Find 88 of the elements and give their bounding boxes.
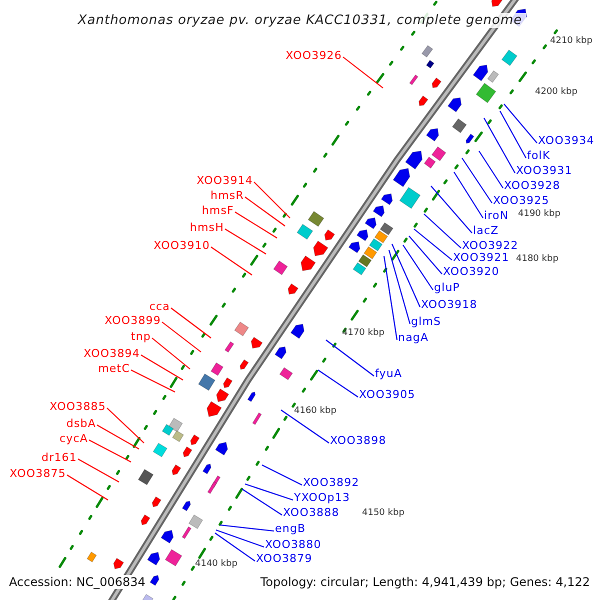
leader-line: [414, 228, 452, 260]
gene-label: XOO3885: [50, 400, 106, 413]
gene-label: metC: [98, 362, 130, 375]
scale-label: 4180 kbp: [516, 254, 558, 265]
leader-line: [234, 212, 278, 238]
leader-line: [244, 483, 294, 501]
accession-text: Accession: NC_006834: [9, 575, 146, 589]
gene-label: XOO3928: [504, 179, 560, 192]
gene-label: XOO3899: [104, 314, 161, 327]
gene-label: XOO3875: [10, 467, 66, 480]
leader-line: [454, 172, 484, 218]
gene-label: XOO3922: [462, 239, 518, 252]
leader-line: [484, 118, 516, 174]
leader-line: [424, 214, 462, 248]
leader-line: [500, 110, 526, 158]
leader-line: [216, 529, 264, 548]
scale-label: 4140 kbp: [195, 559, 238, 570]
leader-line: [244, 196, 286, 226]
leader-line: [210, 246, 252, 276]
leader-line: [383, 256, 398, 340]
genome-stats-text: Topology: circular; Length: 4,941,439 bp; Genes: 4,122: [260, 575, 590, 589]
gene-label: tnp: [130, 330, 151, 343]
gene-label: engB: [275, 522, 306, 535]
gene-label: XOO3880: [265, 538, 322, 551]
gene-label: XOO3914: [196, 174, 253, 187]
gene-label: hmsF: [202, 204, 234, 217]
leader-line: [402, 244, 434, 290]
gene-label: XOO3888: [283, 506, 340, 519]
leader-line: [478, 150, 504, 188]
gene-label: XOO3921: [453, 251, 510, 264]
leader-line: [214, 532, 256, 562]
gene-label: iroN: [484, 209, 509, 222]
leader-line: [106, 408, 144, 444]
scale-label: 4210 kbp: [550, 36, 592, 47]
gene-label: folK: [527, 149, 550, 162]
gene-label: XOO3892: [303, 476, 360, 489]
gene-label: XOO3931: [516, 164, 572, 177]
gene-label: XOO3905: [359, 388, 416, 401]
gene-label: XOO3934: [538, 134, 594, 147]
leader-line: [430, 186, 472, 234]
gene-label: XOO3920: [443, 265, 500, 278]
gene-label: YXOOp13: [294, 491, 350, 504]
gene-label: XOO3879: [256, 552, 312, 565]
leader-line: [78, 458, 120, 482]
leader-line: [170, 308, 212, 338]
leader-line: [326, 340, 374, 376]
leader-line: [88, 440, 132, 462]
leader-line: [224, 228, 266, 254]
gene-label: cca: [149, 300, 170, 313]
gene-label: nagA: [398, 331, 429, 344]
scale-label: 4160 kbp: [294, 406, 336, 417]
gene-label: XOO3898: [330, 434, 386, 447]
leader-line: [342, 56, 384, 88]
gene-label: XOO3925: [493, 194, 550, 207]
leader-line: [96, 424, 140, 450]
gene-label: cycA: [59, 432, 88, 445]
gene-label: fyuA: [375, 367, 402, 380]
gene-label: lacZ: [473, 224, 499, 237]
leader-line: [388, 250, 411, 324]
leader-line: [220, 524, 274, 532]
leader-line: [66, 474, 108, 500]
leader-line: [318, 370, 358, 398]
leader-line: [504, 104, 538, 144]
gene-label: XOO3894: [84, 347, 140, 360]
gene-label: dsbA: [66, 417, 96, 430]
leader-line: [152, 338, 190, 370]
gene-label: XOO3918: [421, 298, 478, 311]
leader-line: [242, 488, 282, 516]
scale-label: 4190 kbp: [518, 209, 560, 220]
leader-line: [262, 464, 302, 486]
leader-line: [462, 158, 492, 204]
scale-label: 4170 kbp: [342, 328, 384, 339]
scale-label: 4150 kbp: [362, 508, 404, 519]
leader-line: [140, 354, 184, 380]
leader-line: [280, 410, 330, 444]
gene-label: hmsH: [190, 221, 224, 234]
leader-line: [130, 370, 176, 392]
gene-label: glmS: [411, 315, 442, 328]
leader-line: [408, 236, 442, 274]
gene-label: XOO3926: [286, 49, 342, 62]
gene-label: hmsR: [210, 189, 244, 202]
leader-line: [392, 244, 420, 308]
leader-line: [162, 322, 202, 352]
leader-line: [254, 182, 290, 218]
gene-label: gluP: [434, 281, 460, 294]
gene-label: dr161: [41, 451, 77, 464]
scale-label: 4200 kbp: [535, 87, 578, 98]
gene-label: XOO3910: [154, 239, 210, 252]
